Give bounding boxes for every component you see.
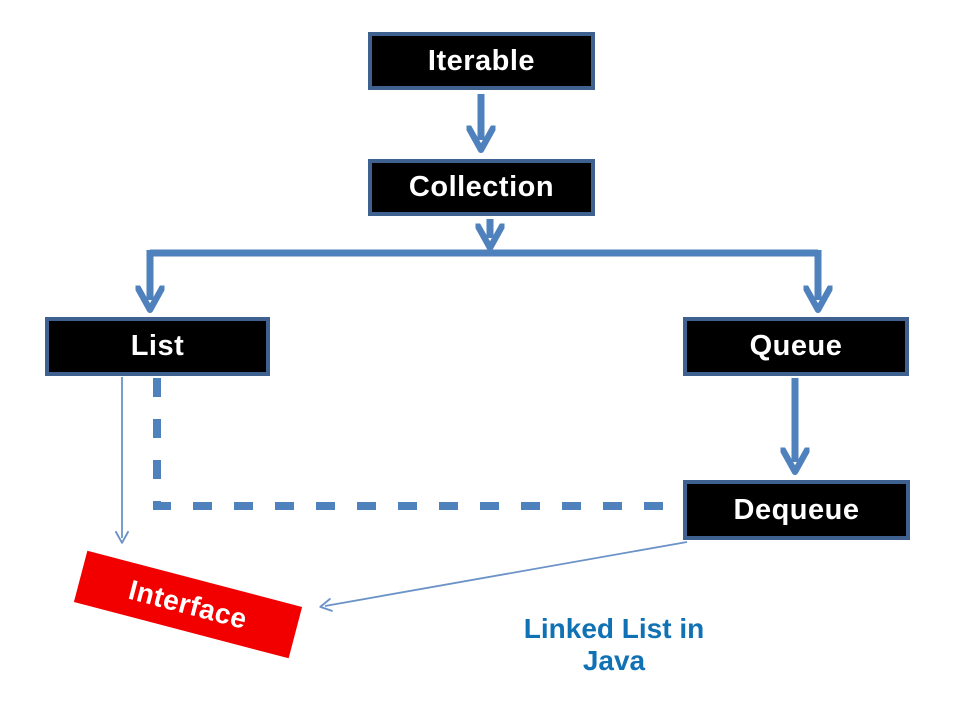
node-collection-label: Collection: [408, 171, 555, 203]
interface-annotation-label: Interface: [125, 573, 251, 635]
node-iterable-label: Iterable: [427, 44, 536, 77]
node-dequeue: Dequeue: [683, 480, 910, 540]
node-list: List: [45, 317, 270, 376]
diagram-title: Linked List in Java: [523, 613, 705, 676]
node-queue-label: Queue: [749, 330, 843, 362]
node-dequeue-label: Dequeue: [733, 493, 860, 526]
node-collection: Collection: [368, 159, 595, 216]
node-list-label: List: [130, 330, 185, 362]
node-queue: Queue: [683, 317, 909, 376]
dashed-list-dequeue: [153, 378, 678, 510]
node-iterable: Iterable: [368, 32, 595, 90]
interface-annotation: Interface: [73, 550, 303, 659]
thin-arrow-dequeue-interface: [319, 541, 688, 612]
